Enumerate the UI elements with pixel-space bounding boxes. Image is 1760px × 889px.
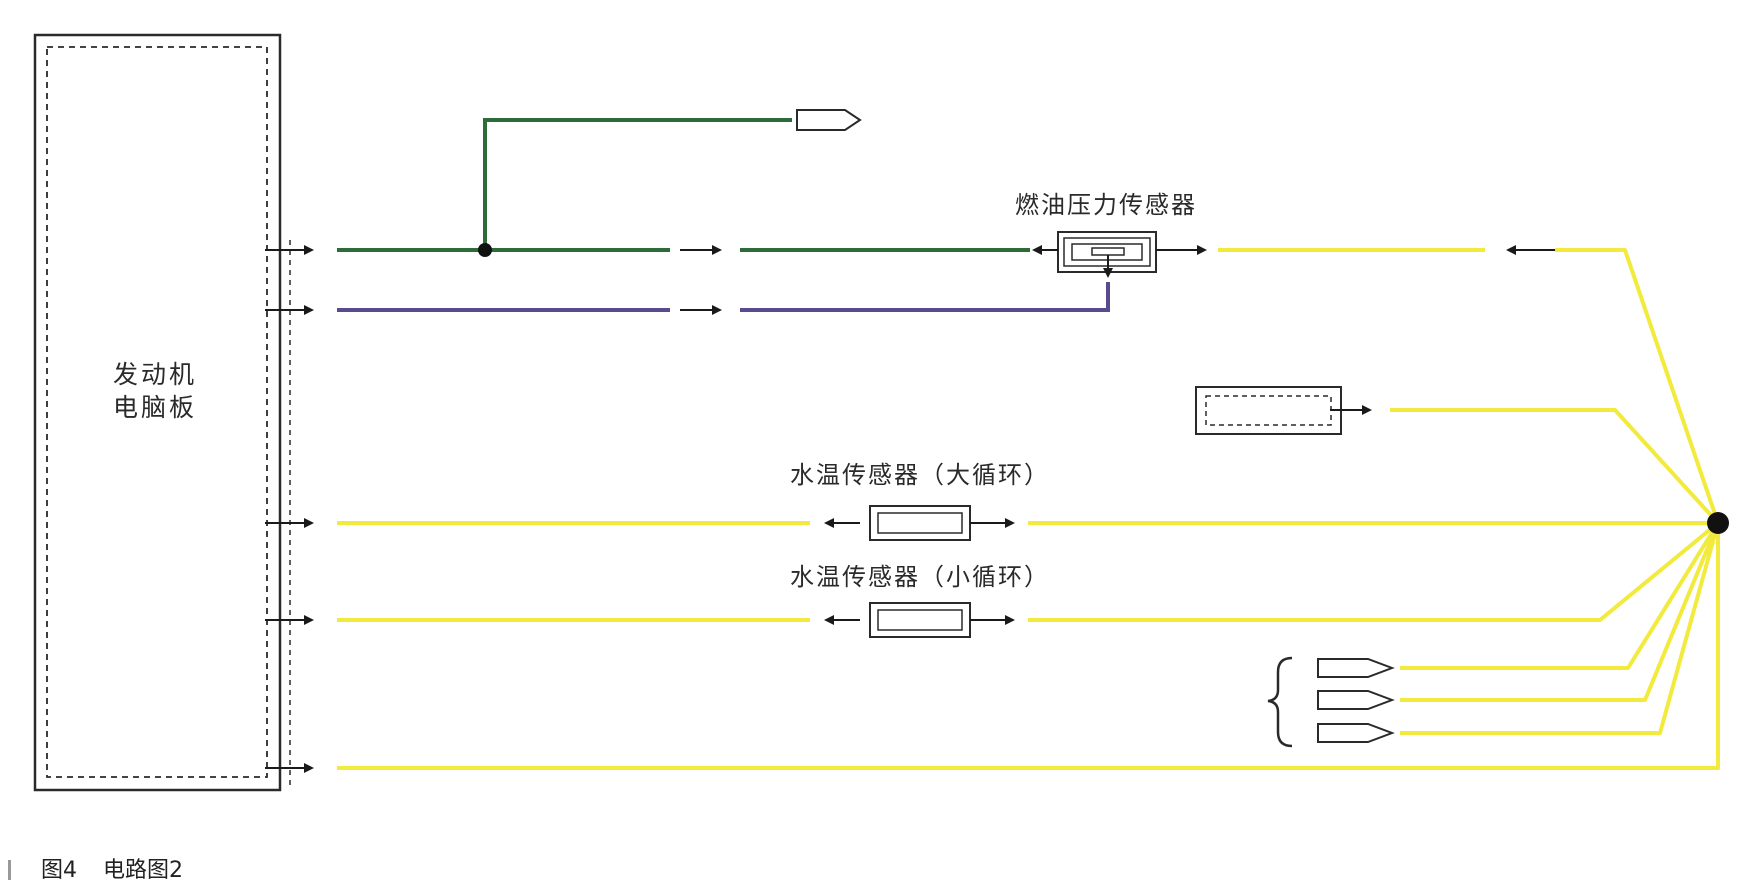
caption-marker [8,860,11,880]
ecu-box: 发动机 电脑板 [33,33,291,792]
ground-junction-dot [1707,512,1729,534]
water-temp-sensor-large [337,505,1015,541]
figure-title: 电路图2 [103,858,183,883]
yellow-common-wires [337,248,1720,770]
green-signal-wire [337,118,1030,252]
water-temp-sensor-small [337,602,1015,638]
sensor-module [1195,386,1372,435]
junction-dot-green [478,243,492,257]
fuel-pressure-sensor-label: 燃油压力传感器 [1015,191,1197,219]
purple-signal-wire [337,282,1110,312]
ecu-pin-arrows [265,245,314,773]
connector-plug-top [796,109,862,131]
water-temp-large-label: 水温传感器（大循环） [790,461,1050,489]
ecu-label-line2: 电脑板 [113,393,197,422]
ecu-label-line1: 发动机 [113,360,197,389]
figure-number: 图4 [41,858,77,883]
fuel-pressure-sensor [1032,231,1207,278]
water-temp-small-label: 水温传感器（小循环） [790,563,1050,591]
figure-caption: 图4 电路图2 [8,852,183,884]
connector-pins [1317,658,1395,743]
brace-icon [1267,656,1293,748]
